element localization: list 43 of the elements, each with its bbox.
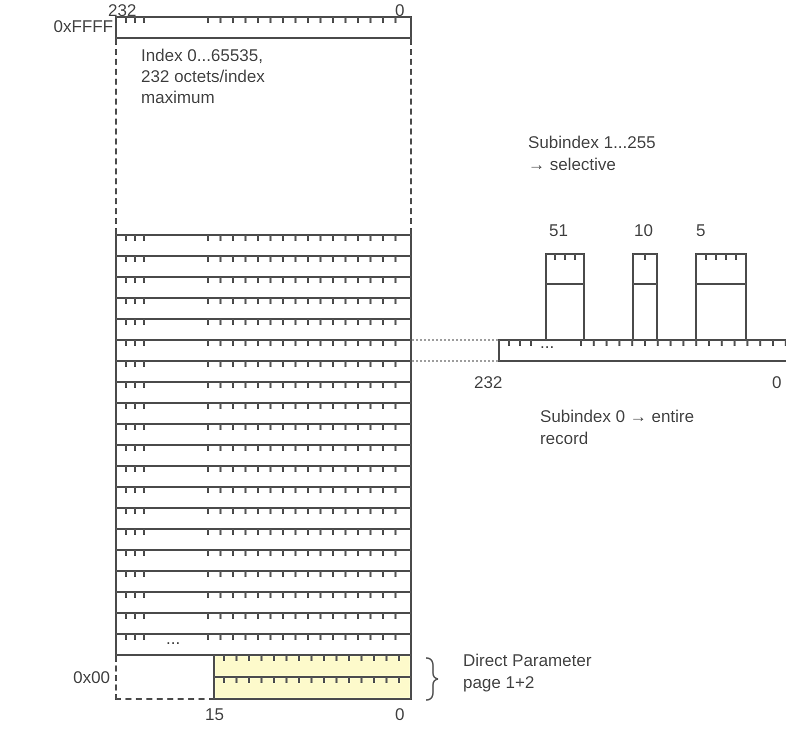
- memory-row: [115, 465, 412, 488]
- annotation: Subindex 0 → entire record: [540, 406, 696, 450]
- memory-row: [498, 339, 786, 362]
- ellipsis: ...: [540, 332, 554, 354]
- bit-number: 232: [474, 372, 502, 394]
- bit-number: 0: [395, 0, 404, 22]
- memory-row: [115, 16, 412, 39]
- bit-count: 51: [549, 220, 568, 242]
- direct-parameter-row: [213, 676, 412, 700]
- memory-row: [115, 423, 412, 446]
- memory-row: [115, 360, 412, 383]
- memory-row: [115, 255, 412, 278]
- memory-row: [115, 234, 412, 257]
- subindex-block: [632, 253, 658, 341]
- memory-row: [115, 507, 412, 530]
- memory-row: [115, 297, 412, 320]
- memory-row: [115, 591, 412, 614]
- connector-line: [411, 339, 499, 362]
- bit-number: 0: [772, 372, 782, 394]
- ellipsis: ...: [166, 628, 180, 650]
- annotation: Direct Parameter page 1+2: [463, 650, 592, 694]
- memory-row: [115, 549, 412, 572]
- memory-row: [115, 318, 412, 341]
- subindex-block: [545, 253, 585, 341]
- memory-row: [115, 444, 412, 467]
- direct-parameter-row: [213, 654, 412, 678]
- index-description: Index 0...65535, 232 octets/index maximum: [141, 45, 266, 108]
- memory-row: [115, 381, 412, 404]
- bit-number: 0: [395, 704, 404, 726]
- memory-row: [115, 528, 412, 551]
- subindex-block: [695, 253, 747, 341]
- bit-number: 15: [205, 704, 224, 726]
- annotation: Subindex 1...255 → selective: [528, 132, 657, 176]
- index-area: [115, 39, 412, 234]
- memory-row: [115, 339, 412, 362]
- memory-row: [115, 276, 412, 299]
- bit-count: 5: [696, 220, 706, 242]
- memory-row: [115, 402, 412, 425]
- memory-row: [115, 570, 412, 593]
- memory-row: [115, 612, 412, 635]
- address-label: 0x00: [72, 667, 110, 689]
- memory-row: [115, 486, 412, 509]
- bit-count: 10: [634, 220, 653, 242]
